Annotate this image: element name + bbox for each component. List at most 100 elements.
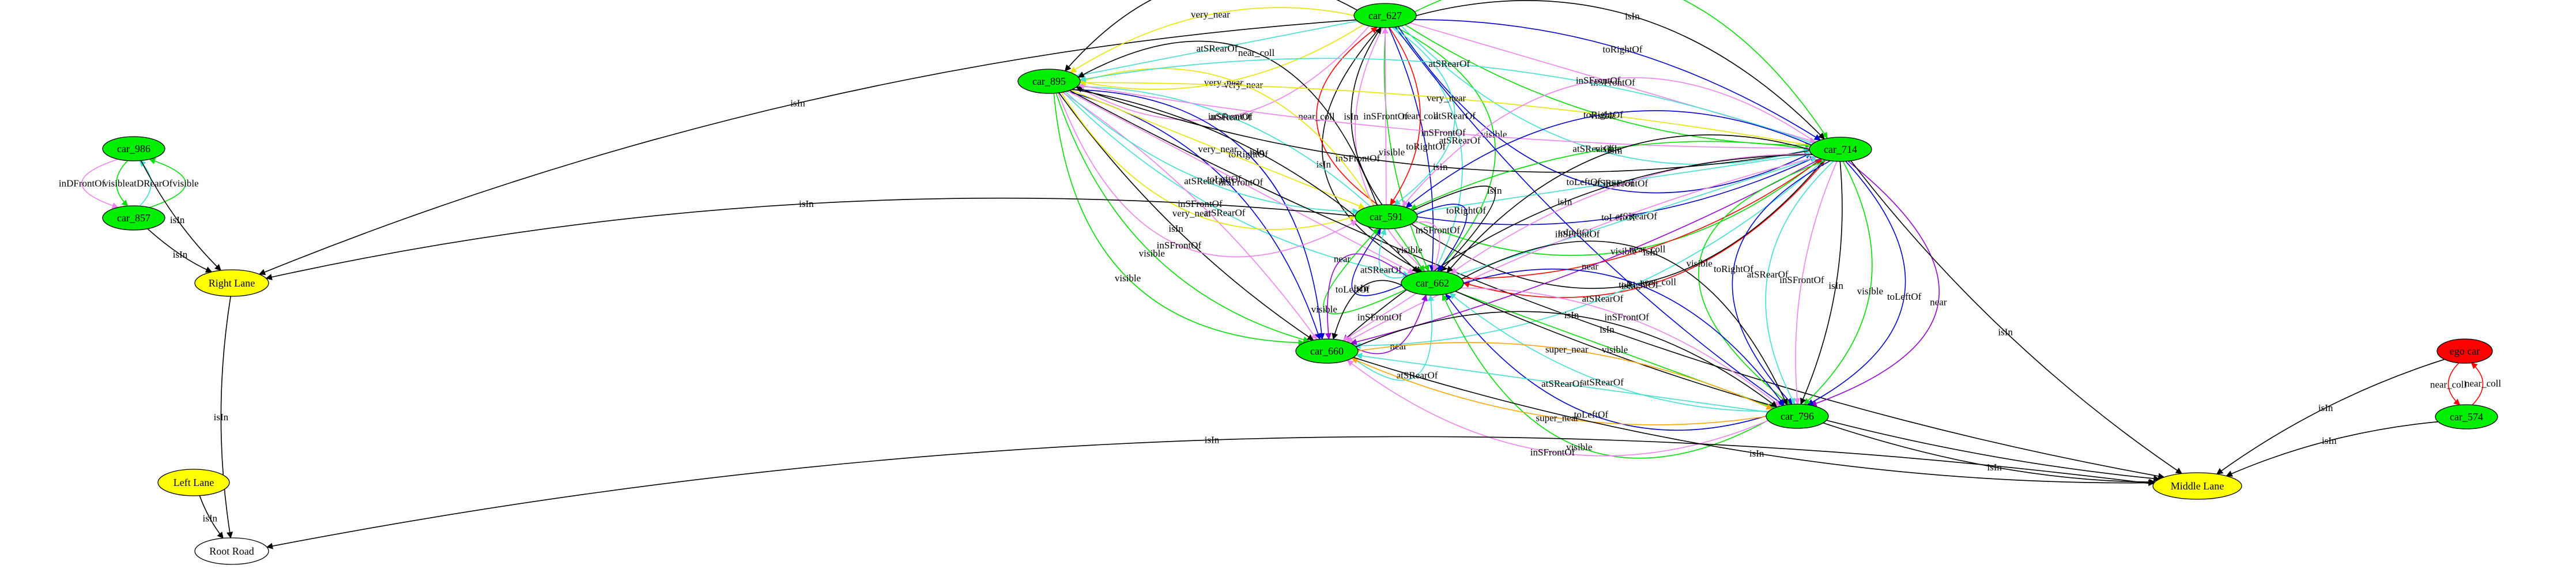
edge-label: visible (103, 178, 129, 189)
edge-label: inSFrontOf (1363, 111, 1408, 122)
edge-label: isIn (1205, 435, 1220, 446)
edge-label: near (1930, 297, 1947, 308)
edge-car_895-car_660-visible (1053, 93, 1305, 346)
edge-car_591-car_714-visible (1415, 158, 1821, 256)
edge-label: toRightOf (1446, 205, 1486, 216)
edge-label: toLeftOf (1574, 409, 1609, 420)
edge-label: very_near (1191, 9, 1230, 20)
edge-label: atSRearOf (1204, 208, 1246, 218)
node-car-796: car_796 (1766, 404, 1829, 429)
node-car-857: car_857 (102, 205, 165, 231)
edge-label: atSRearOf (1747, 269, 1789, 280)
edge-car_714-car_662-isIn (1446, 134, 1810, 273)
edge-car_714-car_796-inSFrontOf (1794, 161, 1838, 405)
edge-label: isIn (1625, 10, 1640, 21)
edge-car_796-middle_lane-isIn (1823, 422, 2156, 485)
edge-label: near_coll (2465, 378, 2502, 389)
edge-car_662-car_660-inSFrontOf (1342, 293, 1417, 341)
edge-label: atSRearOf (1572, 144, 1614, 155)
edge-label: isIn (1749, 448, 1764, 459)
edge-ego_car-car_574-near_coll (2447, 362, 2461, 406)
edge-label: toLeftOf (1601, 212, 1636, 223)
edge-car_662-car_591-toLeftOf (1351, 228, 1402, 296)
edge-label: atDRearOf (130, 178, 173, 189)
edge-car_662-car_660-near (1325, 253, 1407, 340)
edge-car_591-car_662-visible (1394, 228, 1425, 272)
edge-car_714-car_796-near (1810, 160, 1940, 406)
edge-car_714-car_796-toLeftOf (1806, 161, 1906, 405)
edge-car_660-middle_lane-isIn (1353, 357, 2155, 487)
node-car-591: car_591 (1355, 204, 1418, 229)
edge-label: atSRearOf (1582, 293, 1624, 304)
edge-label: toLeftOf (1567, 176, 1601, 187)
node-car-895: car_895 (1017, 69, 1081, 94)
node-label: Root Road (209, 545, 254, 557)
node-shape (1766, 404, 1829, 429)
edge-car_895-car_660-visible (1055, 93, 1310, 343)
edge-label: inSFrontOf (1779, 274, 1824, 285)
edge-label: near (1334, 254, 1351, 265)
edge-label: atSRearOf (1428, 58, 1470, 69)
edge-car_627-car_714-atSRearOf (1401, 25, 1811, 165)
edge-label: isIn (1643, 247, 1658, 258)
edge-car_796-car_662-visible (1442, 293, 1768, 459)
edge-car_627-car_895-inSFrontOf (1076, 25, 1370, 121)
node-shape (194, 537, 269, 565)
edge-car_627-car_714-visible (1414, 0, 1828, 139)
edge-label: atSRearOf (1397, 370, 1438, 380)
node-label: car_591 (1370, 211, 1403, 223)
node-shape (1017, 69, 1081, 94)
node-label: car_714 (1824, 144, 1857, 155)
edge-car_662-car_796-inSFrontOf (1461, 287, 1781, 407)
edge-car_591-car_627-isIn (1351, 27, 1383, 205)
node-label: Right Lane (209, 277, 255, 289)
node-label: car_574 (2450, 411, 2483, 423)
node-label: car_662 (1416, 277, 1449, 289)
edge-label: toLeftOf (1558, 227, 1593, 238)
edge-label: isIn (1557, 197, 1572, 208)
edge-car_796-car_660-atSRearOf (1355, 352, 1768, 413)
edge-car_714-car_662-near_coll (1462, 159, 1827, 298)
edge-car_796-car_660-super_near (1351, 357, 1767, 425)
edge-car_662-car_796-toRightOf (1463, 269, 1785, 406)
edge-label: isIn (2322, 435, 2337, 446)
edge-label: atSRearOf (1197, 43, 1238, 54)
edge-car_591-car_662-isIn (1412, 185, 1496, 272)
edge-label: isIn (1600, 324, 1615, 335)
node-shape (102, 205, 165, 231)
edge-car_662-car_714-atSRearOf (1456, 156, 1817, 276)
edge-label: toRightOf (1406, 141, 1446, 152)
edge-car_574-ego_car-near_coll (2471, 362, 2484, 405)
edge-label: inSFrontOf (1421, 127, 1466, 138)
edge-label: atSRearOf (1184, 176, 1225, 187)
edge-label: isIn (1987, 462, 2002, 473)
edge-label: inSFrontOf (1416, 225, 1461, 236)
edge-car_895-car_591-atSRearOf (1065, 91, 1359, 215)
node-ego-car: ego car (2437, 338, 2493, 364)
edge-label: toLeftOf (1336, 284, 1370, 295)
edge-label: isIn (1487, 185, 1502, 196)
edge-car_591-car_895-very_near (1079, 68, 1375, 206)
node-car-986: car_986 (102, 136, 165, 161)
edge-car_714-car_895-atSRearOf (1079, 58, 1814, 144)
edge-label: isIn (1317, 159, 1332, 170)
node-shape (2152, 472, 2242, 500)
edge-label: visible (1857, 285, 1883, 296)
edge-car_660-car_796-isIn (1356, 311, 1778, 408)
edge-car_627-car_662-visible (1383, 27, 1430, 272)
edge-label: inSFrontOf (1157, 240, 1202, 251)
edge-label: inSFrontOf (1219, 177, 1264, 188)
edge-label: near_coll (1640, 277, 1677, 288)
edge-car_714-car_662-inSFrontOf (1450, 153, 1812, 274)
edge-car_591-right_lane-isIn (265, 197, 1356, 281)
edge-car_895-car_662-inSFrontOf (1067, 91, 1415, 274)
edge-label: inSFrontOf (1604, 312, 1649, 323)
edge-car_627-car_895-very_near (1070, 7, 1355, 73)
edge-label: isIn (799, 198, 814, 209)
node-label: car_986 (117, 143, 150, 155)
edge-label: visible (1311, 304, 1337, 315)
node-label: ego car (2450, 345, 2480, 357)
edge-label: toRightOf (1602, 44, 1642, 55)
edge-label: atSRearOf (1593, 178, 1634, 189)
nodes-layer: car_627car_895car_986car_857car_714car_5… (102, 3, 2498, 565)
